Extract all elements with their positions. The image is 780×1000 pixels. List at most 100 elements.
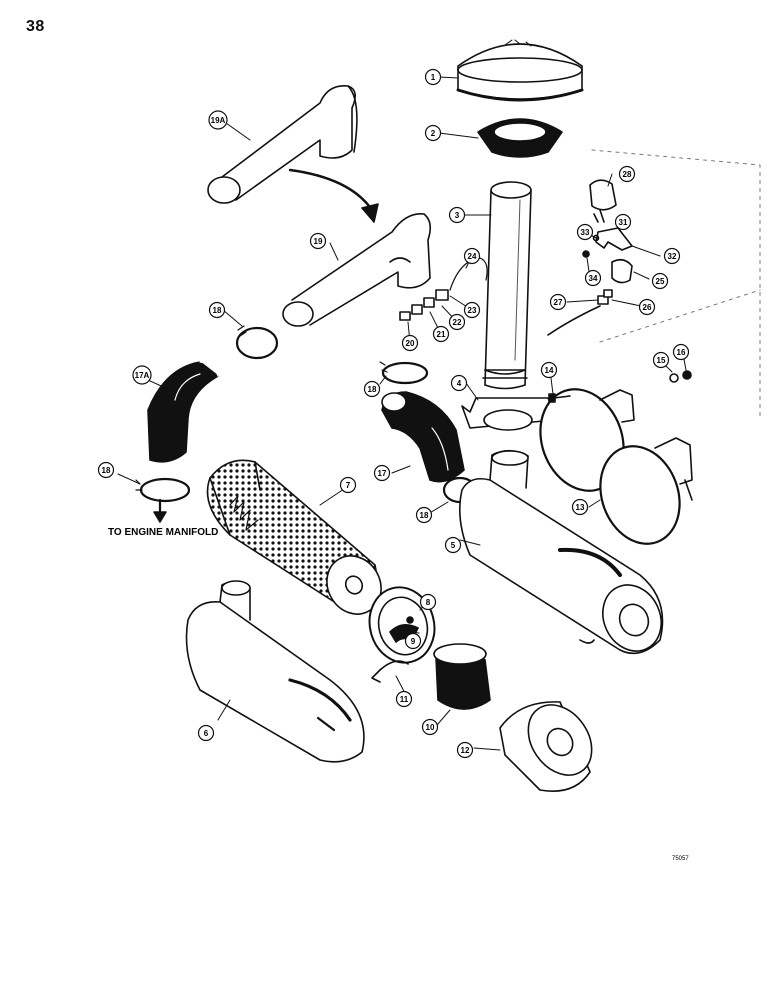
callout-circle xyxy=(419,593,437,611)
callout-c18d: 18 xyxy=(415,506,433,524)
callout-circle xyxy=(618,165,636,183)
page-number: 38 xyxy=(26,18,45,35)
callouts: 123456789101112131415161717A181818181919… xyxy=(97,68,690,759)
filter-element-7-part xyxy=(206,459,382,615)
callout-number: 14 xyxy=(545,366,554,375)
callout-c20: 20 xyxy=(401,334,419,352)
intake-tube-part xyxy=(482,181,532,390)
callout-c33: 33 xyxy=(576,223,594,241)
callout-c7: 7 xyxy=(339,476,357,494)
figure-reference-code: 75057 xyxy=(672,856,689,862)
callout-c17: 17 xyxy=(373,464,391,482)
nut-16-part xyxy=(682,370,692,380)
callout-circle xyxy=(309,232,327,250)
fitting-25-part xyxy=(611,258,633,284)
safety-element-10-part xyxy=(433,643,491,710)
callout-c22: 22 xyxy=(448,313,466,331)
callout-c9: 9 xyxy=(404,632,422,650)
callout-circle xyxy=(208,301,226,319)
callout-circle xyxy=(652,351,670,369)
bolt-14-part xyxy=(548,393,571,403)
callout-number: 12 xyxy=(461,746,470,755)
callout-number: 17 xyxy=(378,469,387,478)
callout-circle xyxy=(401,334,419,352)
bracket-4-part xyxy=(461,397,555,431)
callout-circle xyxy=(463,301,481,319)
callout-c28: 28 xyxy=(618,165,636,183)
callout-number: 7 xyxy=(346,481,351,490)
callout-circle xyxy=(444,536,462,554)
callout-number: 19 xyxy=(314,237,323,246)
callout-number: 3 xyxy=(455,211,460,220)
callout-number: 18 xyxy=(420,511,429,520)
callout-c2: 2 xyxy=(424,124,442,142)
hose-clamp-mid xyxy=(379,361,429,385)
tube-fittings-20-23-parts xyxy=(399,289,449,321)
callout-c18a: 18 xyxy=(208,301,226,319)
callout-circle xyxy=(424,124,442,142)
callout-circle xyxy=(571,498,589,516)
callout-number: 21 xyxy=(437,330,446,339)
bail-11-part xyxy=(371,660,409,683)
callout-circle xyxy=(672,343,690,361)
restriction-indicator-28-part xyxy=(589,179,617,223)
pipe-19a-part xyxy=(207,85,358,204)
callout-number: 16 xyxy=(677,348,686,357)
callout-circle xyxy=(448,206,466,224)
restriction-tube-24-part xyxy=(449,257,601,336)
elbow-hose-17a-part xyxy=(147,361,219,463)
callout-c18b: 18 xyxy=(363,380,381,398)
washer-33-part xyxy=(592,234,600,242)
direction-arrow xyxy=(288,168,379,223)
callout-number: 34 xyxy=(589,274,598,283)
washer-15-part xyxy=(669,373,679,383)
callout-circle xyxy=(97,461,115,479)
callout-c19a: 19A xyxy=(208,110,228,130)
callout-c14: 14 xyxy=(540,361,558,379)
precleaner-cap-part xyxy=(456,39,584,102)
callout-c5: 5 xyxy=(444,536,462,554)
callout-circle xyxy=(415,506,433,524)
callout-number: 25 xyxy=(656,277,665,286)
dust-cup-12-part xyxy=(499,701,593,792)
manifold-arrow xyxy=(153,498,167,523)
callout-c15: 15 xyxy=(652,351,670,369)
callout-number: 4 xyxy=(457,379,462,388)
callout-circle xyxy=(463,247,481,265)
hose-clamp-lower xyxy=(135,477,191,503)
callout-number: 9 xyxy=(411,637,416,646)
callout-circle xyxy=(651,272,669,290)
clip-32-part xyxy=(595,227,633,251)
callout-c23: 23 xyxy=(463,301,481,319)
callout-circle xyxy=(404,632,422,650)
callout-circle xyxy=(424,68,442,86)
callout-number: 32 xyxy=(668,252,677,261)
callout-number: 20 xyxy=(406,339,415,348)
callout-c25: 25 xyxy=(651,272,669,290)
callout-number: 1 xyxy=(431,73,436,82)
callout-c8: 8 xyxy=(419,593,437,611)
callout-number: 18 xyxy=(102,466,111,475)
callout-c11: 11 xyxy=(395,690,413,708)
callout-number: 18 xyxy=(213,306,222,315)
callout-circle xyxy=(363,380,381,398)
callout-number: 28 xyxy=(623,170,632,179)
callout-circle xyxy=(339,476,357,494)
callout-number: 23 xyxy=(468,306,477,315)
callout-number: 6 xyxy=(204,729,209,738)
callout-circle xyxy=(638,298,656,316)
callout-c13: 13 xyxy=(571,498,589,516)
fitting-26-27-parts xyxy=(597,289,613,305)
callout-number: 27 xyxy=(554,298,563,307)
callout-number: 17A xyxy=(135,371,150,380)
callout-c21: 21 xyxy=(432,325,450,343)
callout-circle xyxy=(208,110,228,130)
callout-circle xyxy=(540,361,558,379)
air-cleaner-body-6-part xyxy=(185,580,365,763)
callout-number: 33 xyxy=(581,228,590,237)
callout-number: 31 xyxy=(619,218,628,227)
callout-number: 19A xyxy=(211,116,226,125)
callout-c32: 32 xyxy=(663,247,681,265)
air-cleaner-body-5-part xyxy=(458,449,664,655)
engine-manifold-label: TO ENGINE MANIFOLD xyxy=(108,527,218,538)
